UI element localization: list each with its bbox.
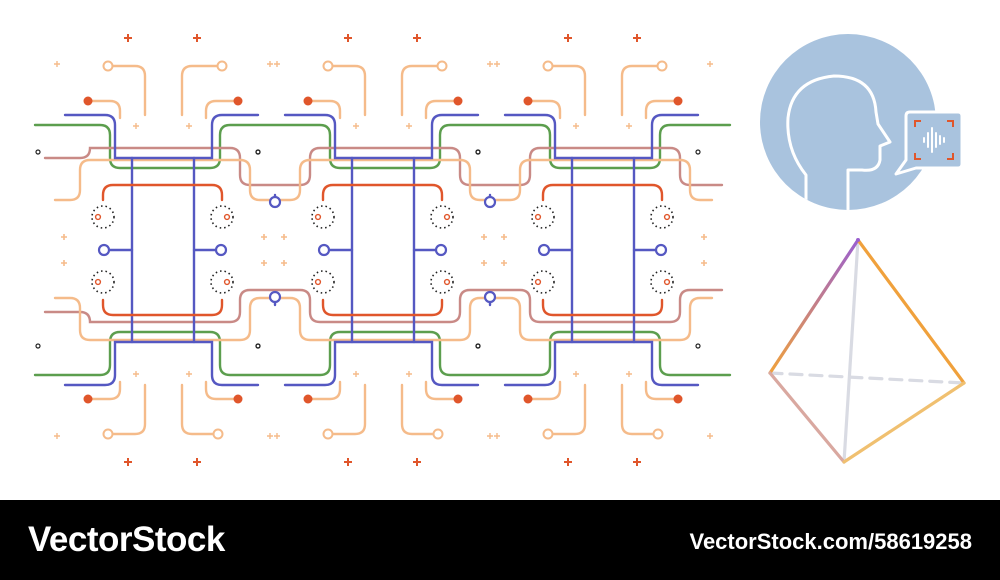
circuit-module-1 [63, 64, 260, 436]
circuit-module-2 [283, 64, 480, 436]
rose-line-bottom [43, 288, 724, 324]
illustration-canvas [33, 34, 966, 466]
peach-line-top [53, 158, 714, 202]
green-line-top [33, 123, 732, 170]
green-line-bottom [33, 330, 732, 377]
image-credit: VectorStock.com/58619258 [689, 529, 972, 554]
circuit-nodes [35, 34, 713, 466]
tetrahedron-icon [768, 238, 966, 464]
speaking-head-icon [760, 34, 964, 210]
rose-line-top [43, 146, 724, 187]
circuit-line-pattern [33, 64, 732, 436]
voice-bubble-icon [894, 110, 964, 176]
footer-bar: VectorStock VectorStock.com/58619258 [0, 500, 1000, 580]
circuit-module-3 [503, 64, 700, 436]
brand-logo: VectorStock [28, 520, 225, 559]
peach-line-bottom [53, 296, 714, 342]
